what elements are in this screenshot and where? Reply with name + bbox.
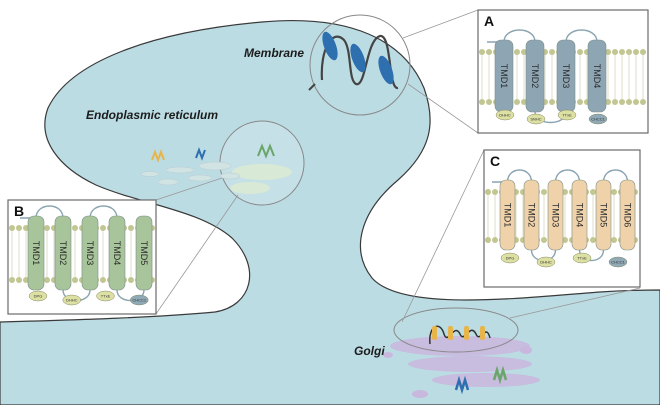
motif-tag bbox=[572, 252, 592, 264]
tmd-label: TMD2 bbox=[530, 64, 540, 89]
golgi-label: Golgi bbox=[354, 344, 385, 358]
tmd-label: TMD5 bbox=[139, 241, 149, 266]
tmd-label: TMD3 bbox=[551, 203, 561, 228]
membrane-label: Membrane bbox=[244, 46, 305, 60]
panel-letter: B bbox=[14, 203, 24, 219]
membrane-helix bbox=[322, 31, 338, 61]
tmd-helix bbox=[571, 179, 588, 251]
tmd-label: TMD2 bbox=[527, 203, 537, 228]
motif-tag bbox=[495, 109, 515, 121]
tmd-label: TMD1 bbox=[31, 241, 41, 266]
motif-label: DHHC bbox=[540, 260, 552, 265]
motif-label: DHHC bbox=[499, 113, 511, 118]
er-fragments bbox=[140, 161, 241, 186]
tmd-helix bbox=[619, 179, 636, 251]
panel-letter: C bbox=[490, 153, 500, 169]
tmd-helix bbox=[547, 179, 564, 251]
tmd-helix bbox=[27, 215, 45, 291]
tmd-helix bbox=[595, 179, 612, 251]
tmd-label: TMD4 bbox=[112, 241, 122, 266]
tmd-label: TMD2 bbox=[58, 241, 68, 266]
er-helices bbox=[151, 147, 206, 163]
motif-label: TTxE bbox=[101, 294, 111, 299]
tmd-helix bbox=[54, 215, 72, 291]
tmd-label: TMD4 bbox=[592, 64, 602, 89]
tmd-label: TMD5 bbox=[599, 203, 609, 228]
tmd-helix bbox=[525, 39, 545, 113]
motif-tag bbox=[557, 109, 577, 121]
motif-tag bbox=[500, 252, 520, 264]
tmd-helix bbox=[499, 179, 516, 251]
golgi bbox=[383, 307, 540, 398]
motif-label: DPG bbox=[506, 256, 515, 261]
motif-label: CHCC1 bbox=[591, 117, 606, 122]
tmd-label: TMD3 bbox=[85, 241, 95, 266]
motif-tag bbox=[130, 294, 149, 306]
membrane-helix bbox=[350, 43, 366, 73]
motif-tag bbox=[608, 256, 628, 268]
membrane-zoom bbox=[308, 14, 411, 116]
motif-tag bbox=[536, 256, 556, 268]
motif-label: SNHC bbox=[530, 117, 541, 122]
motif-tag bbox=[28, 290, 48, 302]
er-label: Endoplasmic reticulum bbox=[86, 108, 219, 122]
tmd-label: TMD4 bbox=[575, 203, 585, 228]
motif-tag bbox=[588, 113, 608, 125]
tmd-helix bbox=[135, 215, 153, 291]
membrane-helix bbox=[378, 55, 394, 85]
motif-tag bbox=[96, 290, 115, 302]
tmd-label: TMD1 bbox=[499, 64, 509, 89]
tmd-helix bbox=[523, 179, 540, 251]
motif-tag bbox=[526, 113, 546, 125]
motif-label: TTxE bbox=[577, 256, 587, 261]
panel-letter: A bbox=[484, 13, 494, 29]
motif-label: DPG bbox=[34, 294, 43, 299]
motif-label: TTxE bbox=[562, 113, 572, 118]
tmd-label: TMD1 bbox=[503, 203, 513, 228]
er-zoom bbox=[219, 120, 305, 206]
motif-label: CHCC1 bbox=[611, 260, 626, 265]
tmd-label: TMD6 bbox=[623, 203, 633, 228]
motif-tag bbox=[62, 294, 81, 306]
tmd-helix bbox=[81, 215, 99, 291]
motif-label: DHHC bbox=[66, 298, 78, 303]
tmd-helix bbox=[587, 39, 607, 113]
tmd-helix bbox=[108, 215, 126, 291]
motif-label: CHCC1 bbox=[132, 298, 147, 303]
tmd-label: TMD3 bbox=[561, 64, 571, 89]
cell-body bbox=[0, 19, 660, 405]
